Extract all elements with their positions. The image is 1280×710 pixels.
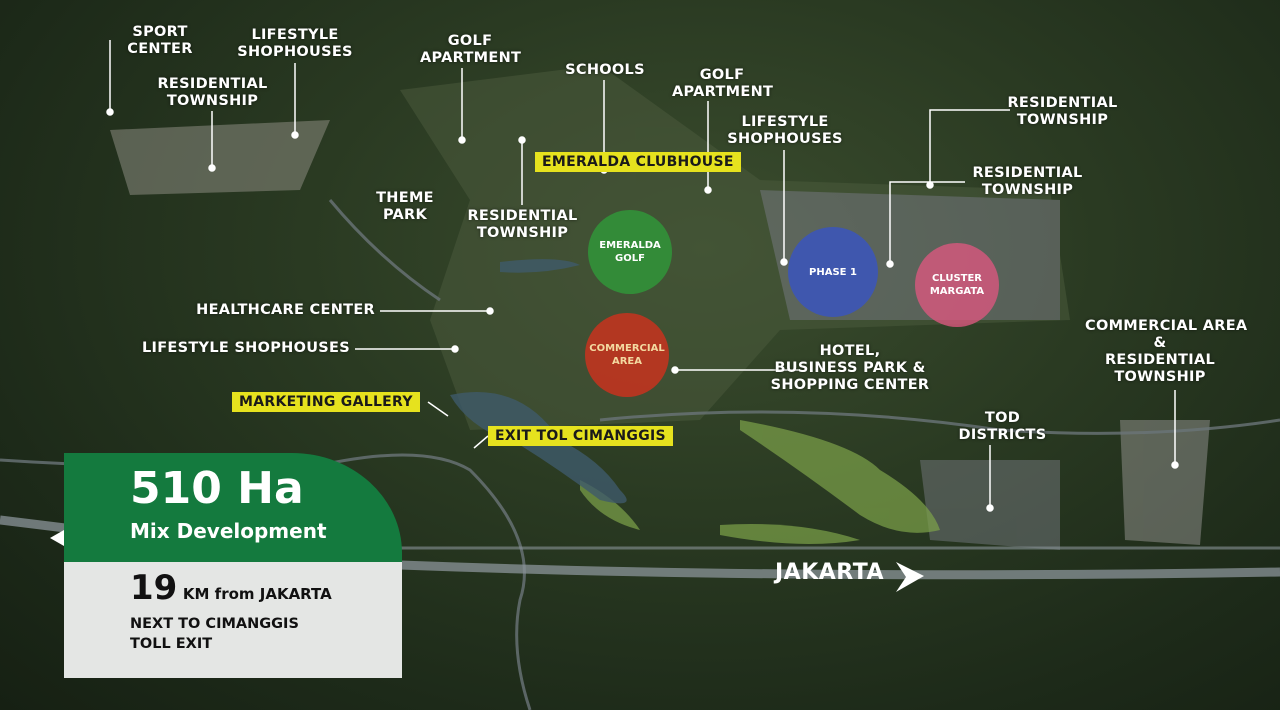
label-residential-township: RESIDENTIAL TOWNSHIP — [467, 208, 578, 241]
road-label-jakarta: JAKARTA — [775, 560, 885, 585]
label-lifestyle-shophouses: LIFESTYLE SHOPHOUSES — [141, 340, 350, 356]
label-commercial-residential: COMMERCIAL AREA & RESIDENTIAL TOWNSHIP — [1085, 318, 1248, 385]
label-healthcare-center: HEALTHCARE CENTER — [196, 302, 375, 318]
label-lifestyle-shophouses: LIFESTYLE SHOPHOUSES — [237, 27, 353, 60]
area-value: 510 Ha — [130, 463, 304, 514]
development-type: Mix Development — [130, 519, 327, 543]
label-theme-park: THEME PARK — [376, 190, 434, 223]
golf-course — [580, 420, 940, 544]
info-box: 510 Ha Mix Development 19 KM from JAKART… — [64, 453, 402, 678]
info-box-body: 19 KM from JAKARTA NEXT TO CIMANGGIS TOL… — [64, 562, 402, 678]
label-golf-apartment: GOLF APARTMENT — [672, 67, 774, 100]
access-text: NEXT TO CIMANGGIS TOLL EXIT — [130, 616, 299, 652]
label-residential-township: RESIDENTIAL TOWNSHIP — [157, 76, 268, 109]
label-residential-township: RESIDENTIAL TOWNSHIP — [1007, 95, 1118, 128]
pointer-triangle-icon — [50, 530, 64, 546]
label-golf-apartment: GOLF APARTMENT — [420, 33, 522, 66]
info-box-header: 510 Ha Mix Development — [64, 453, 402, 562]
jakarta-arrow-icon — [896, 562, 924, 592]
zone-emeralda-golf: EMERALDA GOLF — [588, 210, 672, 294]
label-residential-township: RESIDENTIAL TOWNSHIP — [972, 165, 1083, 198]
distance-value: 19 — [130, 568, 178, 608]
label-tod-districts: TOD DISTRICTS — [958, 410, 1047, 443]
label-sport-center: SPORT CENTER — [127, 24, 193, 57]
zone-cluster-margata: CLUSTER MARGATA — [915, 243, 999, 327]
zone-commercial-area: COMMERCIAL AREA — [585, 313, 669, 397]
distance-text: KM from JAKARTA — [182, 585, 332, 603]
zone-phase-1: PHASE 1 — [788, 227, 878, 317]
highlight-marketing-gallery: MARKETING GALLERY — [232, 392, 420, 412]
highlight-exit-tol-cimanggis: EXIT TOL CIMANGGIS — [488, 426, 673, 446]
label-schools: SCHOOLS — [565, 62, 645, 78]
label-lifestyle-shophouses: LIFESTYLE SHOPHOUSES — [727, 114, 843, 147]
lake — [450, 259, 627, 504]
label-hotel-business-park: HOTEL, BUSINESS PARK & SHOPPING CENTER — [770, 343, 930, 393]
highlight-emeralda-clubhouse: EMERALDA CLUBHOUSE — [535, 152, 741, 172]
